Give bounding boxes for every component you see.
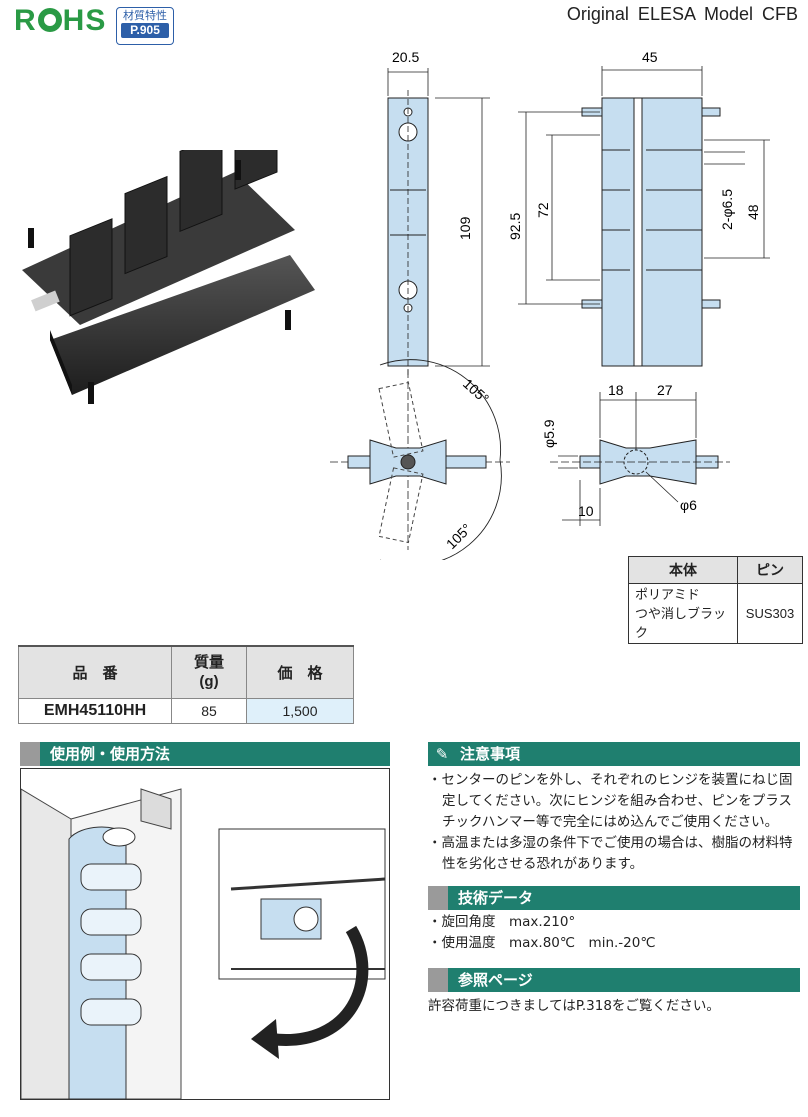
dim-18: 18 bbox=[608, 382, 624, 398]
material-badge[interactable]: 材質特性 P.905 bbox=[116, 7, 174, 45]
caution-list: ・センターのピンを外し、それぞれのヒンジを装置にねじ固定してください。次にヒンジ… bbox=[428, 770, 802, 875]
tech-item-rotation: ・旋回角度 max.210° bbox=[428, 914, 576, 930]
material-body-cell: ポリアミド つや消しブラック bbox=[628, 583, 738, 644]
dim-72: 72 bbox=[535, 202, 551, 218]
part-number-cell[interactable]: EMH45110HH bbox=[18, 697, 172, 724]
header-mass: 質量 (g) bbox=[171, 645, 247, 699]
ref-section-title: 参照ページ bbox=[458, 971, 533, 989]
product-photo bbox=[22, 150, 315, 404]
header-price: 価 格 bbox=[246, 645, 354, 699]
angle-105-bottom: 105° bbox=[443, 520, 475, 552]
section-marker bbox=[20, 742, 40, 766]
dim-48: 48 bbox=[745, 204, 761, 220]
product-table: 品 番 質量 (g) 価 格 EMH45110HH 85 1,500 bbox=[18, 645, 354, 724]
material-header-body: 本体 bbox=[628, 556, 738, 584]
model-label: Original ELESA Model CFB bbox=[566, 4, 798, 24]
material-badge-page: P.905 bbox=[121, 23, 169, 38]
section-marker bbox=[428, 968, 448, 992]
technical-drawing: 20.5 109 45 92.5 72 2 bbox=[330, 49, 770, 560]
dim-phi-6: φ6 bbox=[680, 497, 697, 513]
caution-item: ・センターのピンを外し、それぞれのヒンジを装置にねじ固定してください。次にヒンジ… bbox=[428, 772, 793, 830]
dim-45: 45 bbox=[642, 49, 658, 65]
dim-27: 27 bbox=[657, 382, 673, 398]
material-table: 本体 ピン ポリアミド つや消しブラック SUS303 bbox=[628, 556, 803, 644]
dim-phi-5-9: φ5.9 bbox=[541, 419, 557, 448]
dim-2-phi-6-5: 2-φ6.5 bbox=[719, 189, 735, 230]
material-badge-label: 材質特性 bbox=[123, 9, 167, 22]
table-row[interactable]: EMH45110HH 85 1,500 bbox=[18, 697, 354, 724]
material-body-line1: ポリアミド bbox=[635, 587, 700, 602]
tech-section-header: 技術データ bbox=[428, 886, 800, 910]
price-cell: 1,500 bbox=[246, 697, 354, 724]
dim-10: 10 bbox=[578, 503, 594, 519]
usage-section-header: 使用例・使用方法 bbox=[20, 742, 390, 766]
header-mass-line2: (g) bbox=[199, 673, 219, 691]
usage-diagram bbox=[20, 788, 386, 1100]
material-body-line2: つや消しブラック bbox=[635, 606, 727, 640]
dim-20-5: 20.5 bbox=[392, 49, 419, 65]
tech-list: ・旋回角度 max.210° ・使用温度 max.80℃ min.-20℃ bbox=[428, 912, 802, 954]
mass-cell: 85 bbox=[171, 697, 247, 724]
header-part-number: 品 番 bbox=[18, 645, 172, 699]
pencil-icon: ✎ bbox=[428, 742, 456, 766]
ref-section-header: 参照ページ bbox=[428, 968, 800, 992]
usage-section-title: 使用例・使用方法 bbox=[50, 745, 171, 763]
side-view: 45 92.5 72 2-φ6.5 48 bbox=[507, 49, 770, 367]
dim-109: 109 bbox=[457, 216, 473, 240]
tech-section-title: 技術データ bbox=[458, 889, 534, 907]
material-header-pin: ピン bbox=[737, 556, 803, 584]
front-view: 20.5 109 bbox=[387, 49, 490, 375]
caution-section-header: ✎注意事項 bbox=[428, 742, 800, 766]
header-mass-line1: 質量 bbox=[193, 654, 224, 672]
caution-item: ・高温または多湿の条件下でご使用の場合は、樹脂の材料特性を劣化させる恐れがありま… bbox=[428, 835, 793, 872]
rotation-view: 105° 105° bbox=[330, 359, 510, 560]
elevation-view: 18 27 φ5.9 10 φ6 bbox=[541, 382, 730, 526]
tech-item-temperature: ・使用温度 max.80℃ min.-20℃ bbox=[428, 935, 656, 951]
caution-section-title: 注意事項 bbox=[460, 745, 521, 763]
section-marker bbox=[428, 886, 448, 910]
dim-92-5: 92.5 bbox=[507, 213, 523, 240]
ref-text[interactable]: 許容荷重につきましてはP.318をご覧ください。 bbox=[428, 998, 720, 1014]
usage-illustration bbox=[20, 768, 390, 1100]
material-pin-cell: SUS303 bbox=[737, 583, 803, 644]
